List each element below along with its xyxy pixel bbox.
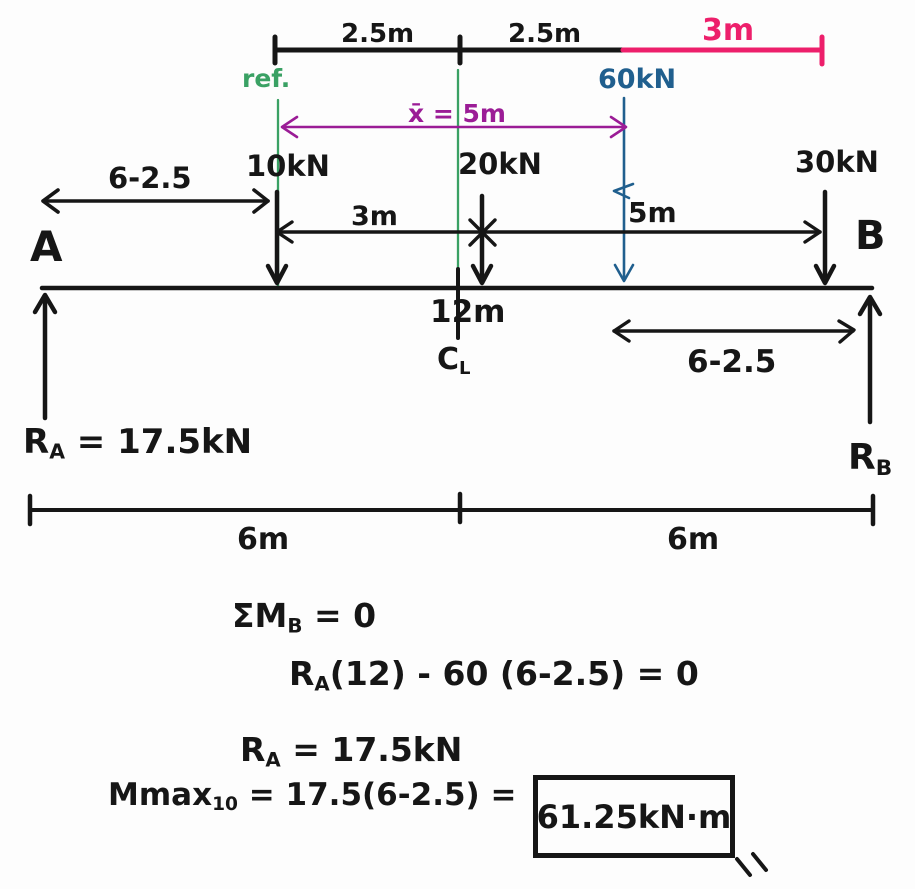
- dim-3m-mid-label: 3m: [351, 201, 398, 232]
- answer-box: 61.25kN·m: [533, 775, 735, 858]
- support-b-label: B: [855, 213, 886, 259]
- reaction-a-subscript: A: [49, 439, 65, 464]
- equation-ra-result: RA = 17.5kN: [240, 733, 462, 770]
- answer-value: 61.25kN·m: [536, 797, 732, 836]
- arrow-20kn-head: [470, 263, 494, 286]
- arrow-10kn-head: [265, 263, 289, 286]
- equation-moment-balance: RA(12) - 60 (6-2.5) = 0: [289, 657, 699, 694]
- mid-dim-cross-2: [468, 218, 497, 247]
- left-dim-arrow-right: [252, 188, 270, 214]
- left-dim-arrow-left: [41, 188, 60, 214]
- right-dim-arrow-left: [612, 319, 631, 343]
- dim-6-2-5-right-label: 6-2.5: [687, 344, 777, 380]
- load-10kn-label: 10kN: [246, 149, 330, 183]
- eq4-main: Mmax: [108, 777, 213, 813]
- centerline-label: CL: [437, 345, 471, 378]
- load-60kn-label: 60kN: [598, 64, 677, 95]
- reaction-a-symbol: R: [23, 422, 50, 462]
- span-6m-left-label: 6m: [237, 522, 290, 557]
- right-dim-arrow-right: [837, 319, 856, 344]
- centerline-main: C: [437, 342, 460, 377]
- answer-slash-1: [735, 857, 752, 877]
- dim-6-2-5-left-label: 6-2.5: [108, 161, 192, 195]
- eq1-rest: = 0: [302, 596, 377, 635]
- arrow-ra-head: [32, 292, 58, 315]
- eq3-subscript: A: [265, 748, 281, 772]
- eq4-rest: = 17.5(6-2.5) =: [237, 777, 528, 813]
- centerline-sub: L: [459, 358, 471, 380]
- xbar-label: x̄ = 5m: [408, 99, 506, 128]
- span-6m-right-label: 6m: [667, 522, 720, 557]
- arrow-60kn-hook: [612, 182, 635, 200]
- eq1-subscript: B: [287, 614, 303, 638]
- mid-dim-arrow-right: [803, 220, 822, 244]
- reaction-a-label: RA = 17.5kN: [23, 425, 252, 462]
- eq4-subscript: 10: [212, 794, 238, 816]
- dim-12m-label: 12m: [430, 294, 506, 330]
- reaction-b-label: RB: [848, 440, 892, 480]
- eq2-rest: (12) - 60 (6-2.5) = 0: [329, 654, 699, 693]
- arrow-30kn-head: [813, 263, 837, 286]
- reaction-b-subscript: B: [875, 456, 893, 482]
- eq2-main: R: [289, 654, 315, 693]
- xbar-arrow-right: [609, 115, 628, 139]
- eq3-rest: = 17.5kN: [280, 730, 463, 769]
- dim-5m-label: 5m: [628, 196, 677, 229]
- eq1-main: ΣM: [232, 596, 288, 635]
- xbar-arrow-left: [280, 115, 299, 139]
- load-30kn-label: 30kN: [795, 145, 879, 179]
- eq2-subscript: A: [314, 672, 330, 696]
- ref-label: ref.: [242, 64, 291, 93]
- mid-dim-arrow-left: [275, 220, 294, 244]
- equation-mmax: Mmax10 = 17.5(6-2.5) =: [108, 780, 527, 815]
- dim-2-5m-left-label: 2.5m: [341, 19, 415, 49]
- load-20kn-label: 20kN: [458, 147, 542, 181]
- arrow-60kn-head: [613, 263, 635, 283]
- reaction-a-value: = 17.5kN: [64, 422, 253, 462]
- eq3-main: R: [240, 730, 266, 769]
- equation-sum-moments: ΣMB = 0: [232, 599, 376, 636]
- reaction-b-symbol: R: [848, 437, 876, 478]
- support-a-label: A: [30, 222, 63, 271]
- dim-3m-pink-label: 3m: [702, 13, 755, 48]
- dim-2-5m-right-label: 2.5m: [508, 19, 582, 49]
- arrow-rb-head: [857, 294, 883, 317]
- answer-slash-2: [751, 852, 768, 872]
